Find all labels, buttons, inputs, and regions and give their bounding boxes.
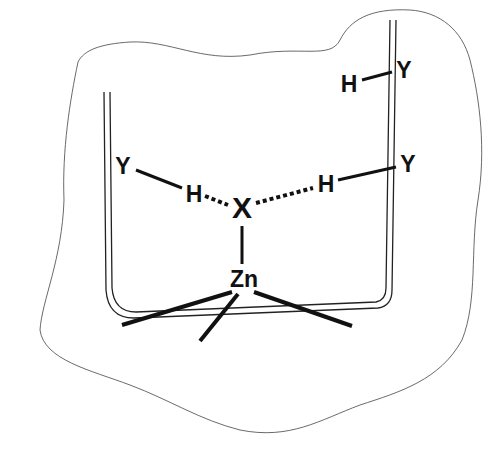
pocket-wall-outer [104, 20, 396, 318]
pocket-wall-inner [110, 20, 390, 312]
atom-label: H [341, 73, 358, 96]
atom-label: H [318, 173, 335, 196]
atom-label: Y [396, 59, 411, 82]
bond-line [362, 72, 392, 80]
bond-line [241, 226, 244, 264]
atom-label: H [186, 183, 203, 206]
hydrogen-bond [205, 196, 228, 205]
atom-label: Y [400, 153, 415, 176]
ligand-bond [200, 294, 238, 341]
metal-label: Zn [230, 268, 258, 291]
bond-line [136, 170, 182, 188]
ligand-bond [254, 292, 352, 326]
ligand-label: X [232, 193, 252, 223]
hydrogen-bond [256, 188, 313, 203]
protein-outline [40, 10, 482, 433]
atom-label: Y [115, 155, 130, 178]
bond-line [338, 167, 396, 180]
